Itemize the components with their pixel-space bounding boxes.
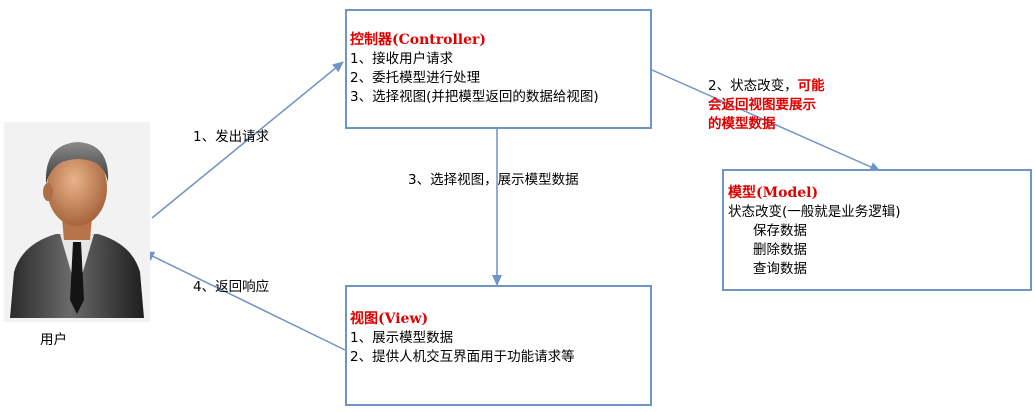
request-label: 1、发出请求 [193,129,270,145]
controller-line-3: 3、选择视图(并把模型返回的数据给视图) [350,89,599,105]
model-box: 模型(Model) 状态改变(一般就是业务逻辑) 保存数据 删除数据 查询数据 [722,169,1032,291]
state-change-prefix: 2、状态改变， [708,78,798,94]
view-line-1: 1、展示模型数据 [350,330,454,346]
model-title: 模型(Model) [728,185,819,201]
model-line-2: 保存数据 [753,223,807,239]
controller-title: 控制器(Controller) [350,32,487,48]
controller-line-1: 1、接收用户请求 [350,51,454,67]
model-line-4: 查询数据 [753,261,807,277]
response-label: 4、返回响应 [193,279,270,295]
arrow-request [151,61,344,219]
select-view-label: 3、选择视图，展示模型数据 [408,172,579,188]
model-line-1: 状态改变(一般就是业务逻辑) [728,204,901,220]
user-avatar-icon [4,122,150,322]
state-change-label: 2、状态改变，可能 会返回视图要展示 的模型数据 [708,77,825,134]
state-change-highlight-2: 会返回视图要展示 [708,97,816,113]
arrow-response [143,251,346,351]
state-change-highlight-1: 可能 [797,78,825,94]
view-line-2: 2、提供人机交互界面用于功能请求等 [350,349,575,365]
user-label: 用户 [40,332,67,348]
view-box: 视图(View) 1、展示模型数据 2、提供人机交互界面用于功能请求等 [345,285,652,406]
controller-line-2: 2、委托模型进行处理 [350,70,481,86]
view-title: 视图(View) [350,311,429,327]
model-line-3: 删除数据 [753,242,807,258]
arrow-state-change [651,69,881,172]
state-change-highlight-3: 的模型数据 [708,116,776,132]
controller-box: 控制器(Controller) 1、接收用户请求 2、委托模型进行处理 3、选择… [345,9,652,129]
